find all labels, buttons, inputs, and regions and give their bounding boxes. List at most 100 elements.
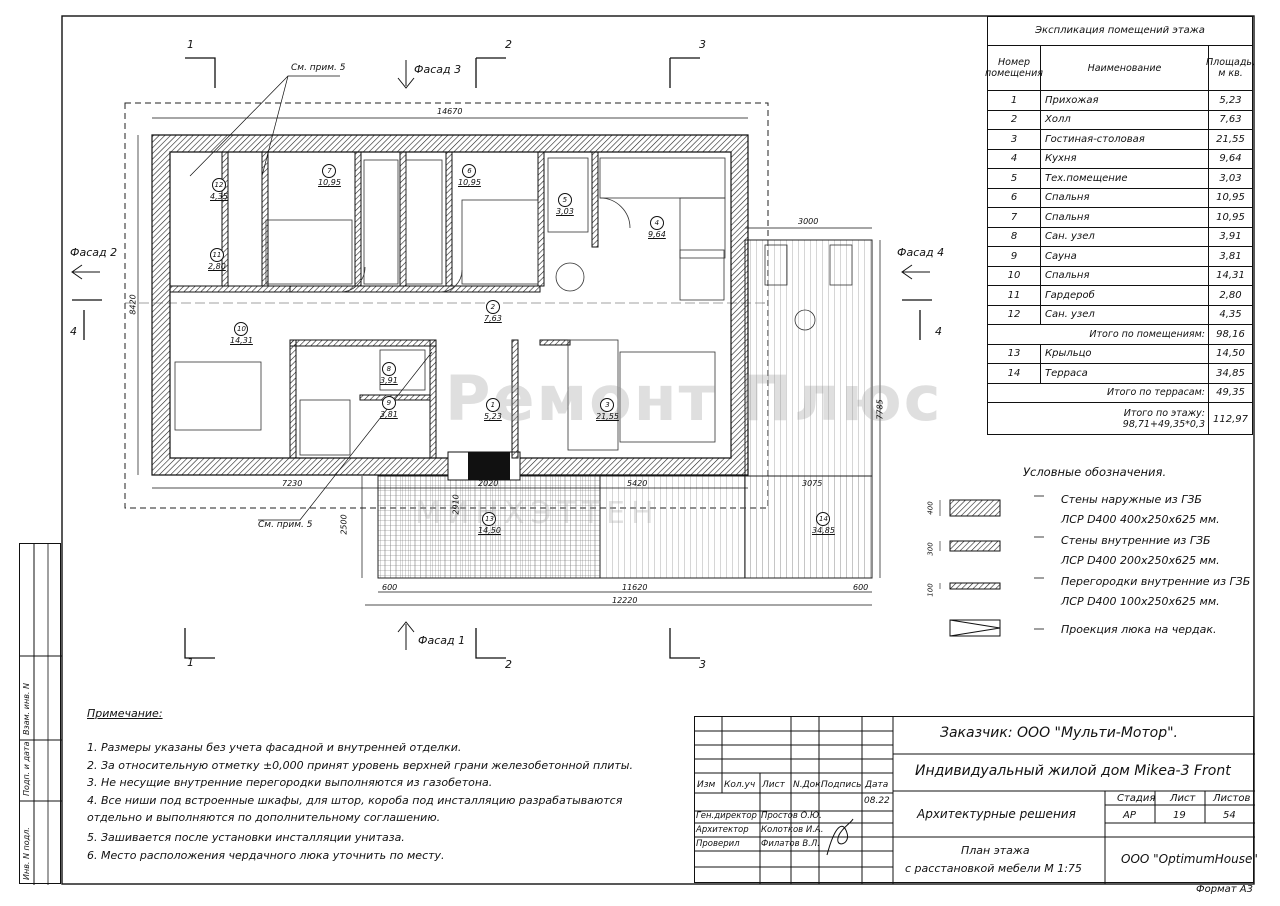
stamp-role: Проверил (696, 839, 740, 849)
dim-right-height: 7785 (875, 399, 885, 420)
room-number-circle: 5 (557, 193, 572, 207)
room-area-label: 2,80 (208, 262, 226, 271)
legend-line-1: Стены наружные из ГЗБ (1061, 493, 1202, 506)
header-area: Площадь, м кв. (1206, 57, 1255, 79)
total-floor-value: 112,97 (1213, 413, 1248, 425)
stamp-company: ООО "OptimumHouse" (1121, 852, 1258, 866)
total-terraces-label: Итого по террасам: (988, 383, 1209, 402)
room-area-label: 14,50 (478, 526, 501, 535)
room-number-circle: 12 (211, 178, 226, 192)
legend-title: Условные обозначения. (1023, 465, 1167, 479)
legend-line-2: ЛСР D400 200х250х625 мм. (1061, 554, 1220, 567)
facade-2-label: Фасад 2 (70, 246, 118, 259)
dim-bottom-mid: 2020 (478, 479, 499, 488)
dim-2500: 2500 (339, 514, 349, 535)
interior-walls (169, 151, 599, 459)
room-number-circle: 2 (485, 300, 500, 314)
dim-top: 14670 (437, 107, 463, 116)
total-floor-label: Итого по этажу: 98,71+49,35*0,3 (988, 403, 1209, 435)
stamp-col-header: Изм (697, 780, 716, 790)
legend-line-1: Проекция люка на чердак. (1061, 623, 1217, 636)
room-name: Тех.помещение (1041, 169, 1209, 188)
stamp-sheet-title-2: с расстановкой мебели М 1:75 (905, 862, 1082, 875)
stamp-sheet-label: Лист (1170, 793, 1196, 804)
total-floor-row: Итого по этажу: 98,71+49,35*0,3 112,97 (988, 403, 1252, 435)
stamp-col-header: Подпись (821, 780, 862, 790)
room-area: 10,95 (1216, 192, 1245, 204)
legend-item: Стены наружные из ГЗБ ЛСР D400 400х250х62… (1061, 490, 1220, 530)
legend-dim: 400 (926, 501, 935, 515)
facade-4-label: Фасад 4 (897, 246, 945, 259)
room-area-label: 5,23 (484, 412, 502, 421)
facade-1-label: Фасад 1 (418, 634, 466, 647)
stamp-person: Простов О.Ю. (761, 811, 822, 821)
entrance-stairs (468, 452, 510, 480)
axis-4-right: 4 (935, 325, 942, 338)
dim-3000: 3000 (798, 217, 819, 226)
room-number: 12 (988, 305, 1041, 324)
note-item: 5. Зашивается после установки инсталляци… (87, 831, 405, 844)
room-name: Гардероб (1041, 286, 1209, 305)
room-number-circle: 9 (381, 396, 396, 410)
room-area-label: 21,55 (596, 412, 619, 421)
stamp-sheets: 54 (1223, 810, 1236, 821)
dim-bottom-left: 7230 (282, 479, 303, 488)
explication-header: Номер помещения Наименование Площадь, м … (985, 46, 1255, 91)
signature-mark (826, 818, 854, 856)
stamp-sheet-title-1: План этажа (961, 844, 1030, 857)
side-stamp: Инв. N подл. Подп. и дата Взам. инв. N (19, 543, 62, 885)
room-number: 6 (988, 188, 1041, 207)
total-rooms-value: 98,16 (1216, 328, 1245, 340)
see-note-top: См. прим. 5 (291, 63, 346, 73)
room-name: Терраса (1041, 364, 1209, 383)
legend-line-1: Перегородки внутренние из ГЗБ (1061, 575, 1251, 588)
legend-line-2: ЛСР D400 400х250х625 мм. (1061, 513, 1220, 526)
room-area-label: 3,91 (380, 376, 398, 385)
porch-tiles (377, 475, 601, 579)
room-number: 13 (988, 344, 1041, 363)
explication-title: Экспликация помещений этажа (988, 17, 1252, 46)
room-area: 34,85 (1216, 367, 1245, 379)
watermark-secondary: МИНХЭТТЕН (415, 496, 660, 531)
room-area: 9,64 (1219, 153, 1242, 165)
room-name: Гостиная-столовая (1041, 130, 1209, 149)
facade-arrows (71, 60, 930, 650)
room-name: Крыльцо (1041, 344, 1209, 363)
dim-terrace: 3075 (802, 479, 823, 488)
see-note-bottom: См. прим. 5 (258, 520, 313, 530)
section-marks (72, 57, 932, 659)
room-number-circle: 14 (816, 512, 831, 526)
room-area: 14,50 (1216, 348, 1245, 360)
stamp-person: Филатов В.Л. (761, 839, 820, 849)
total-terraces-value: 49,35 (1216, 387, 1245, 399)
legend-dim: 100 (926, 583, 935, 597)
title-block: Заказчик: ООО "Мульти-Мотор". Индивидуал… (694, 716, 1258, 884)
legend-line-1: Стены внутренние из ГЗБ (1061, 534, 1211, 547)
dim-600-left: 600 (382, 583, 398, 592)
note-item: 1. Размеры указаны без учета фасадной и … (87, 741, 462, 754)
stamp-stage: АР (1123, 810, 1136, 821)
stamp-col-header: Лист (762, 780, 785, 790)
note-item: 3. Не несущие внутренние перегородки вып… (87, 776, 493, 789)
room-name: Холл (1041, 110, 1209, 129)
stamp-person: Колотков И.А. (761, 825, 824, 835)
note-item: 6. Место расположения чердачного люка ут… (87, 849, 445, 862)
note-item: отдельно и выполняются по дополнительном… (87, 811, 441, 824)
legend-swatches (939, 499, 1001, 637)
note-item: 2. За относительную отметку ±0,000 приня… (87, 759, 633, 772)
notes-title: Примечание: (87, 707, 163, 720)
room-area-label: 7,63 (484, 314, 502, 323)
room-name: Спальня (1041, 208, 1209, 227)
header-name: Наименование (1041, 46, 1209, 90)
room-area: 2,80 (1219, 289, 1242, 301)
room-number: 4 (988, 149, 1041, 168)
